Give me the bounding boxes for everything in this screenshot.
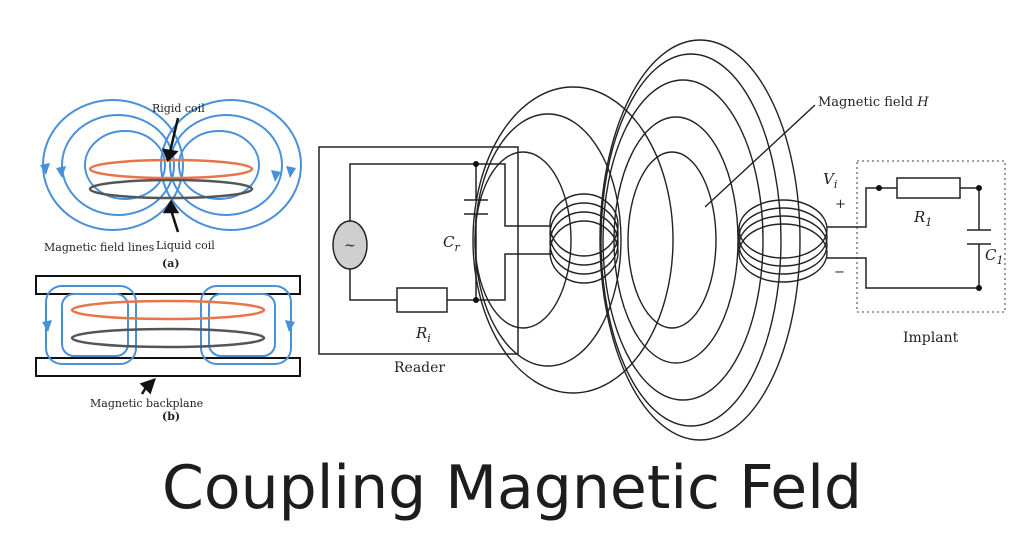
reader-resistor (396, 287, 448, 313)
implant-minus: − (834, 265, 845, 280)
liquid-coil-ellipse (88, 178, 254, 200)
bottom-backplane (35, 357, 301, 377)
reader-resistor-label: Ri (415, 324, 431, 345)
reader-antenna-coil (549, 193, 619, 284)
diagram-caption: Coupling Magnetic Feld (162, 453, 862, 523)
rigid-coil-b (70, 299, 266, 321)
implant-resistor (896, 177, 961, 199)
panel-a: Rigid coil Magnetic field lines Liquid c… (40, 99, 302, 270)
rigid-coil-ellipse (88, 158, 254, 180)
panel-b: Magnetic backplane (b) (35, 275, 301, 423)
backplane-pointer-arrow (139, 378, 156, 395)
field-label: Magnetic field H (818, 95, 929, 110)
right-field-loops (160, 99, 302, 231)
ac-source-symbol: ~ (344, 238, 356, 254)
field-lines-label: Magnetic field lines (44, 241, 155, 254)
panel-b-label: (b) (162, 410, 180, 423)
liquid-coil-b (70, 327, 266, 349)
reader-box (318, 146, 519, 355)
implant-capacitor-label: C1 (985, 246, 1003, 267)
reader-label: Reader (394, 360, 445, 376)
pointer-arrows (162, 117, 180, 233)
implant-circuit (827, 177, 991, 289)
field-arrow-icons (40, 163, 296, 182)
implant-label: Implant (903, 330, 959, 346)
backplane-label: Magnetic backplane (90, 397, 203, 410)
liquid-coil-label: Liquid coil (156, 239, 215, 252)
magnetic-field-loops (472, 39, 801, 441)
field-leader-line (704, 104, 816, 208)
implant-plus: + (835, 197, 846, 212)
reader-capacitor-label: Cr (443, 233, 460, 254)
implant-junctions (876, 185, 982, 291)
ac-source (332, 220, 368, 270)
backplane-arrow-icons (42, 320, 295, 332)
reader-circuit (318, 146, 552, 355)
implant-voltage-label: Vi (823, 170, 837, 191)
top-backplane (35, 275, 301, 295)
implant-antenna-coil (738, 199, 828, 283)
implant-resistor-label: R1 (913, 208, 932, 229)
backplane-field-loops (45, 285, 292, 365)
rigid-coil-label: Rigid coil (152, 102, 205, 115)
reader-junctions (473, 161, 479, 303)
panel-a-label: (a) (162, 257, 180, 270)
